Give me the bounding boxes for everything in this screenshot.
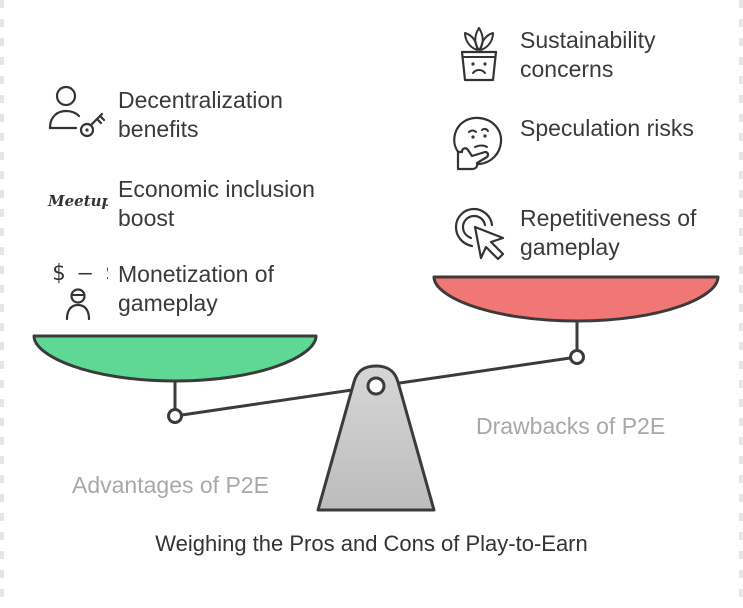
right-joint bbox=[569, 349, 585, 365]
left-dashed-border bbox=[0, 0, 6, 608]
dollar-exchange-text: $ – $ bbox=[52, 261, 108, 286]
drawbacks-pan bbox=[432, 275, 720, 323]
drawbacks-caption: Drawbacks of P2E bbox=[476, 413, 666, 439]
pivot-circle bbox=[366, 376, 386, 396]
fulcrum bbox=[316, 364, 436, 512]
drawback-item-sustainability: Sustainability concerns bbox=[448, 24, 720, 86]
advantages-caption: Advantages of P2E bbox=[72, 472, 269, 498]
drawback-item-repetitiveness: Repetitiveness of gameplay bbox=[448, 202, 720, 264]
user-key-icon bbox=[48, 85, 106, 138]
left-joint bbox=[167, 408, 183, 424]
diagram-title: Weighing the Pros and Cons of Play-to-Ea… bbox=[155, 531, 588, 556]
meetup-icon: Meetup bbox=[47, 192, 108, 210]
drawback-label: Repetitiveness of gameplay bbox=[520, 205, 697, 260]
dollar-exchange-user-icon: $ – $ bbox=[52, 261, 108, 320]
sad-plant-pot-icon bbox=[460, 27, 498, 82]
advantage-label: Economic inclusion boost bbox=[118, 176, 315, 231]
click-cursor-icon bbox=[454, 207, 505, 261]
meetup-logo-text: Meetup bbox=[47, 192, 108, 210]
advantage-item-monetization: $ – $ Monetization of gameplay bbox=[46, 258, 318, 320]
thinking-face-icon bbox=[453, 116, 503, 171]
advantage-item-decentralization: Decentralization benefits bbox=[46, 84, 318, 146]
drawback-item-speculation: Speculation risks bbox=[448, 112, 720, 174]
drawback-label: Speculation risks bbox=[520, 115, 694, 141]
advantages-pan bbox=[32, 334, 318, 383]
drawback-label: Sustainability concerns bbox=[520, 27, 656, 82]
right-dashed-border bbox=[737, 0, 743, 608]
advantage-label: Monetization of gameplay bbox=[118, 261, 274, 316]
advantage-label: Decentralization benefits bbox=[118, 87, 283, 142]
advantage-item-economic-inclusion: Meetup Economic inclusion boost bbox=[46, 173, 318, 235]
